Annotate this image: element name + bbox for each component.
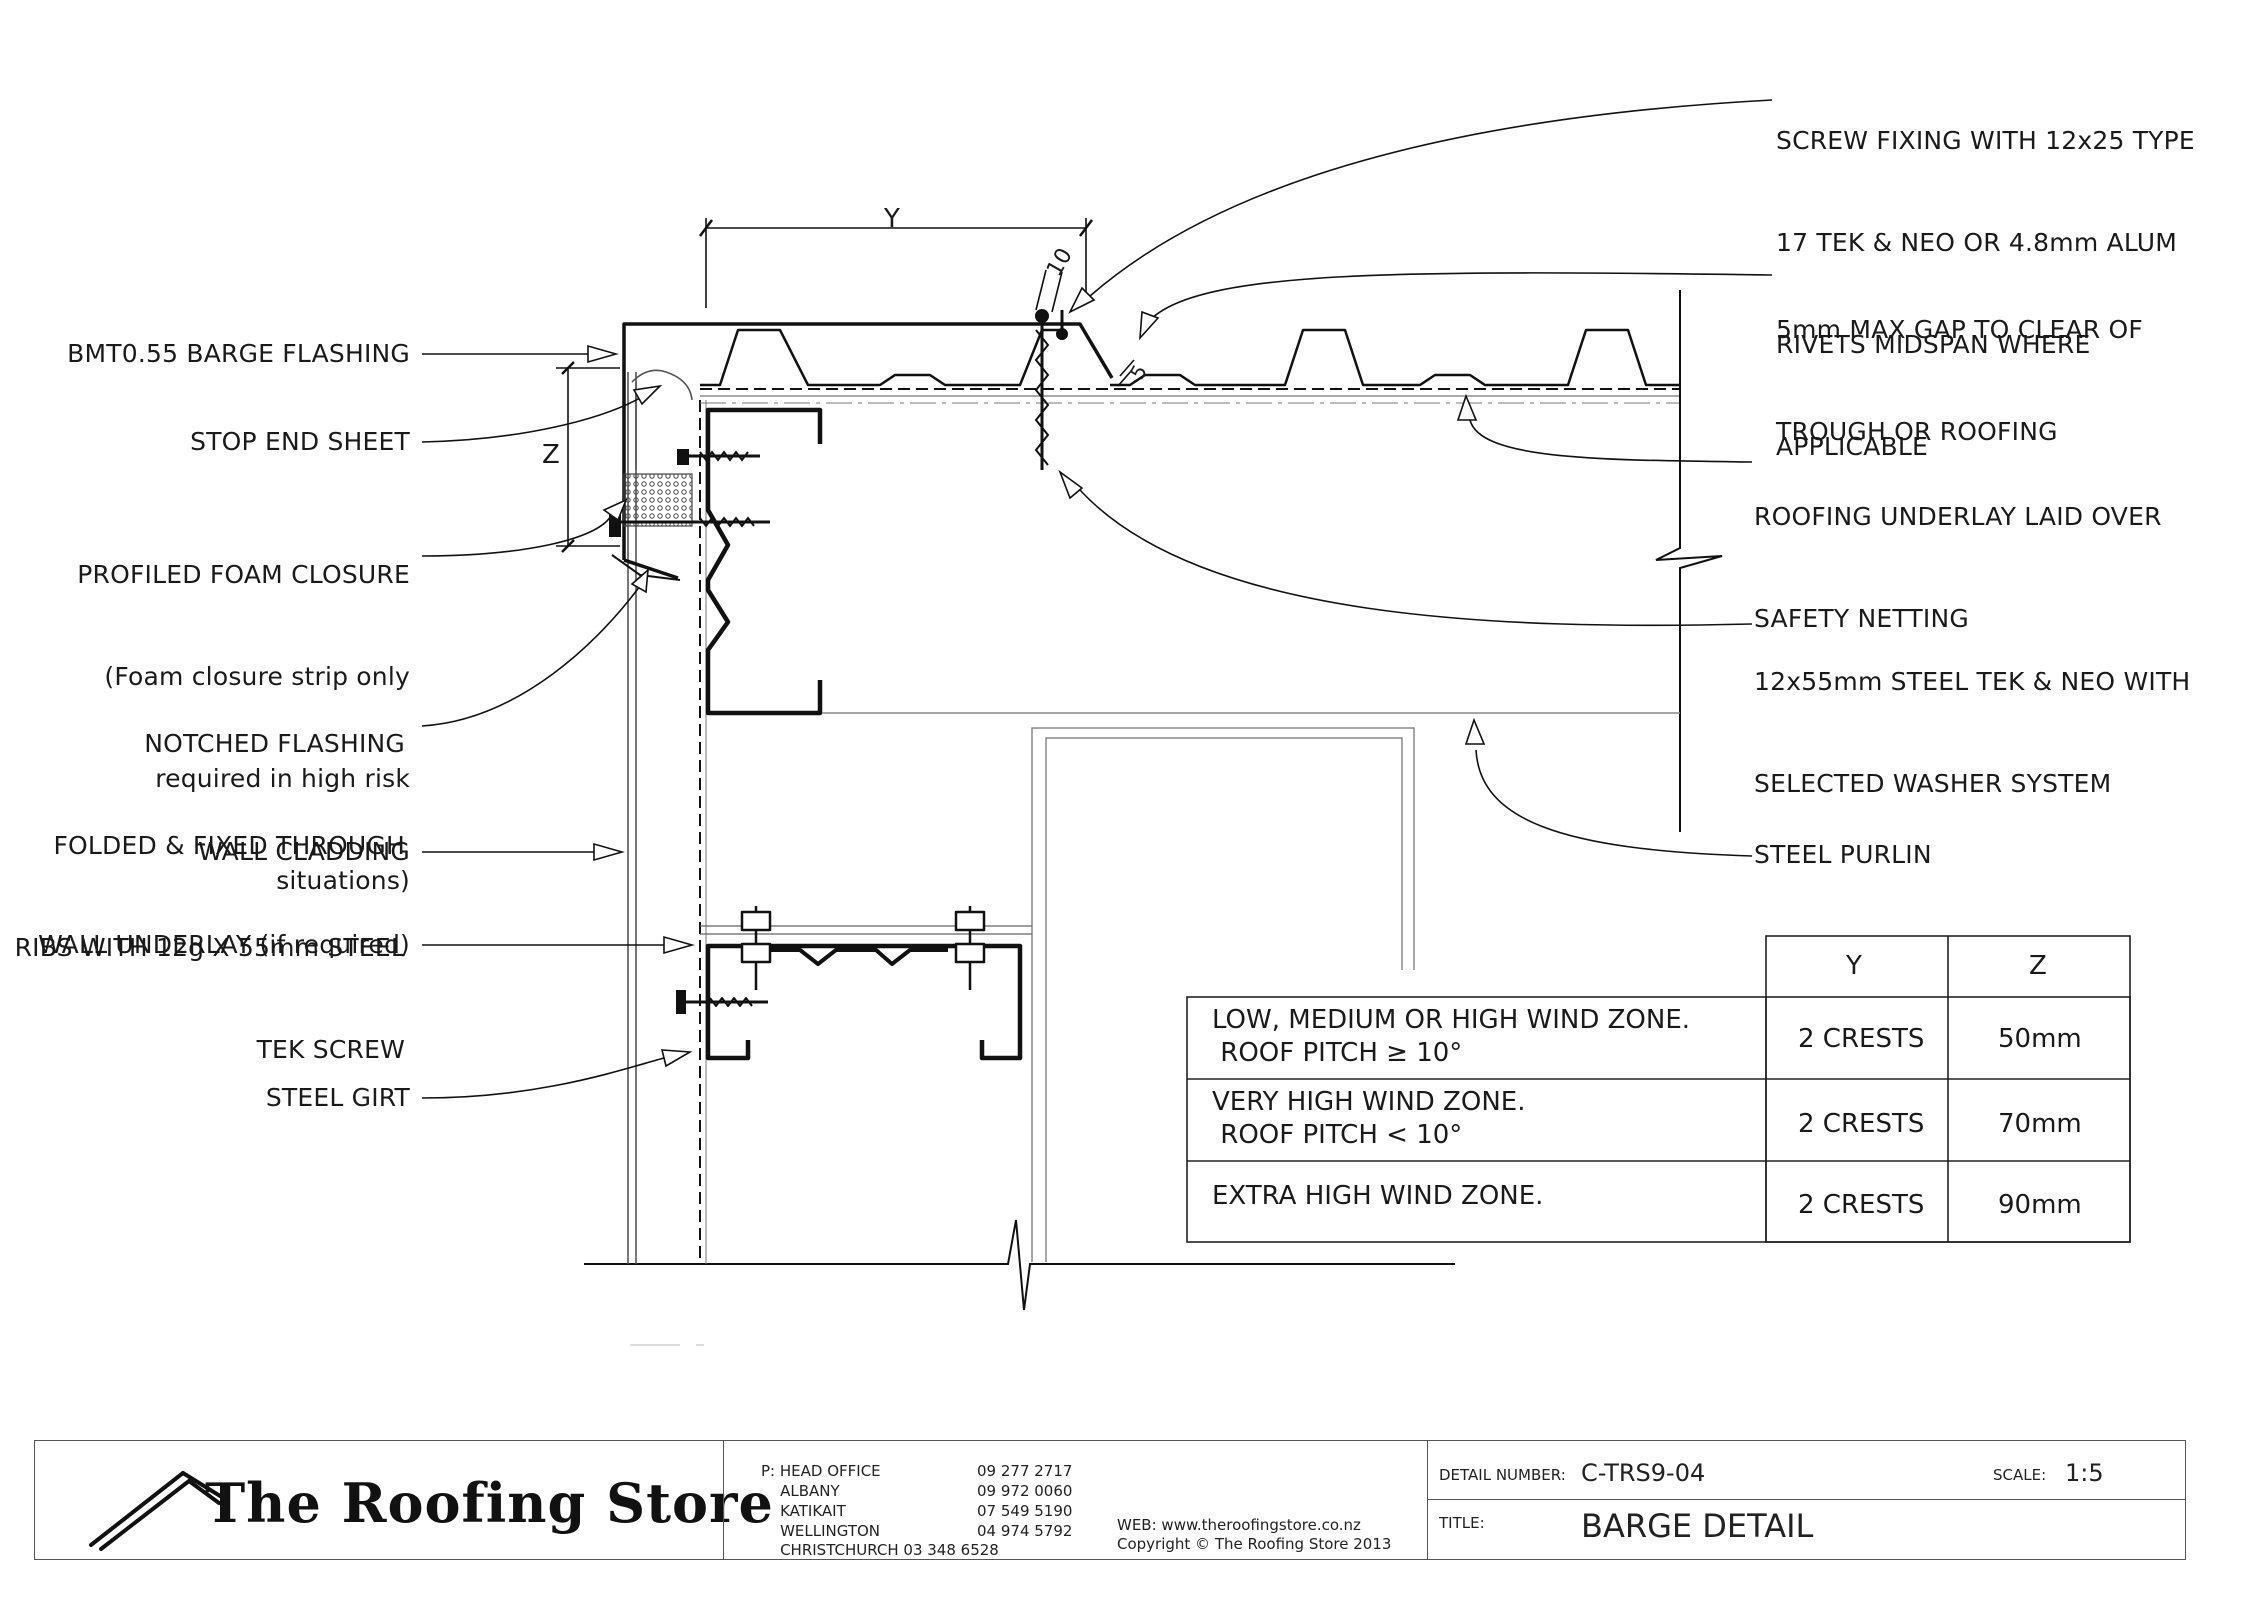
contact-name: ALBANY <box>761 1482 840 1500</box>
steel-girt <box>676 906 1032 1061</box>
barge-flashing <box>611 322 1114 581</box>
contact-name: WELLINGTON <box>761 1522 881 1540</box>
title-block: The Roofing Store P: HEAD OFFICE 09 277 … <box>34 1440 2186 1560</box>
contact-phone: 09 277 2717 <box>977 1462 1073 1480</box>
contact-phone: 04 974 5792 <box>977 1522 1073 1540</box>
table-cell-z: 50mm <box>1998 1024 2082 1054</box>
table-cell-y: 2 CRESTS <box>1798 1109 1925 1139</box>
label-notched-flashing-line: NOTCHED FLASHING <box>144 729 405 758</box>
ground-line <box>584 1219 1455 1311</box>
label-screw-fixing-line: SCREW FIXING WITH 12x25 TYPE <box>1776 126 2195 155</box>
table-cell-y: 2 CRESTS <box>1798 1190 1925 1220</box>
title-block-divider <box>1427 1441 1428 1559</box>
label-notched-flashing-line: TEK SCREW <box>256 1035 405 1064</box>
title-label: TITLE: <box>1439 1514 1485 1532</box>
label-roofing-underlay-line: SAFETY NETTING <box>1754 604 1969 633</box>
contact-name: P: HEAD OFFICE <box>761 1462 881 1480</box>
scale-label: SCALE: <box>1993 1466 2047 1484</box>
table-header-z: Z <box>2029 951 2047 981</box>
label-steel-purlin: STEEL PURLIN <box>1754 840 1932 869</box>
table-zone-line: ROOF PITCH < 10° <box>1212 1120 1463 1150</box>
barge-detail-drawing <box>421 99 1773 1346</box>
table-zone-line: LOW, MEDIUM OR HIGH WIND ZONE. <box>1212 1005 1691 1035</box>
contact-name: KATIKAIT <box>761 1502 846 1520</box>
label-tek-neo-line: SELECTED WASHER SYSTEM <box>1754 769 2112 798</box>
table-cell-y: 2 CRESTS <box>1798 1024 1925 1054</box>
dim-z-label: Z <box>542 440 560 470</box>
table-header-y: Y <box>1846 951 1862 981</box>
copyright-text: Copyright © The Roofing Store 2013 <box>1117 1535 1392 1553</box>
roofing-profile <box>700 328 1680 387</box>
table-grid <box>1186 935 2131 1243</box>
label-max-gap: 5mm MAX GAP TO CLEAR OF TROUGH OR ROOFIN… <box>1776 245 2143 483</box>
label-foam-closure-line: situations) <box>276 866 410 895</box>
table-cell-z: 70mm <box>1998 1109 2082 1139</box>
table-zone-line: EXTRA HIGH WIND ZONE. <box>1212 1181 1544 1211</box>
label-tek-neo: 12x55mm STEEL TEK & NEO WITH SELECTED WA… <box>1754 597 2190 835</box>
roofing-underlay <box>700 388 1680 404</box>
label-wall-underlay: WALL UNDERLAY (if required) <box>38 930 410 959</box>
label-barge-flashing: BMT0.55 BARGE FLASHING <box>67 339 410 368</box>
foam-closure <box>623 473 693 527</box>
label-notched-flashing: NOTCHED FLASHING FOLDED & FIXED THROUGH … <box>15 659 405 1101</box>
contact-phone: 09 972 0060 <box>977 1482 1073 1500</box>
roof-logo-icon <box>89 1471 225 1551</box>
label-wall-cladding: WALL CLADDING <box>198 837 410 866</box>
title-block-divider <box>723 1441 724 1559</box>
label-foam-closure-line: required in high risk <box>155 764 410 793</box>
detail-number: C-TRS9-04 <box>1581 1459 1706 1487</box>
table-zone-line: ROOF PITCH ≥ 10° <box>1212 1038 1463 1068</box>
leader-lines <box>421 99 1773 1099</box>
label-roofing-underlay: ROOFING UNDERLAY LAID OVER SAFETY NETTIN… <box>1754 432 2162 670</box>
website-text: WEB: www.theroofingstore.co.nz <box>1117 1516 1361 1534</box>
label-screw-fixing: SCREW FIXING WITH 12x25 TYPE 17 TEK & NE… <box>1776 56 2195 498</box>
label-screw-fixing-line: APPLICABLE <box>1776 432 1928 461</box>
title-block-divider <box>1427 1499 2185 1500</box>
label-stop-end-sheet: STOP END SHEET <box>190 427 410 456</box>
label-notched-flashing-line: FOLDED & FIXED THROUGH <box>53 831 405 860</box>
dim-y-label: Y <box>884 204 900 234</box>
contact-phone: 07 549 5190 <box>977 1502 1073 1520</box>
label-foam-closure-line: (Foam closure strip only <box>104 662 410 691</box>
table-cell-z: 90mm <box>1998 1190 2082 1220</box>
wall-underlay <box>699 400 707 1264</box>
label-foam-closure-line: PROFILED FOAM CLOSURE <box>77 560 410 589</box>
detail-number-label: DETAIL NUMBER: <box>1439 1466 1566 1484</box>
label-max-gap-line: TROUGH OR ROOFING <box>1776 417 2058 446</box>
dimension-lines <box>556 218 1135 553</box>
table-zone-line: VERY HIGH WIND ZONE. <box>1212 1087 1526 1117</box>
label-tek-neo-line: 12x55mm STEEL TEK & NEO WITH <box>1754 667 2191 696</box>
purlin-top <box>705 407 823 716</box>
label-foam-closure: PROFILED FOAM CLOSURE (Foam closure stri… <box>77 490 410 932</box>
label-notched-flashing-line: RIBS WITH 12g X 55mm STEEL <box>14 933 405 962</box>
label-max-gap-line: 5mm MAX GAP TO CLEAR OF <box>1776 315 2143 344</box>
steel-purlin <box>822 712 1680 1262</box>
stop-end-sheet <box>631 369 693 470</box>
drawing-title: BARGE DETAIL <box>1581 1507 1814 1545</box>
scale-value: 1:5 <box>2065 1459 2104 1487</box>
wind-zone-table: Y Z LOW, MEDIUM OR HIGH WIND ZONE. ROOF … <box>1186 935 2131 1243</box>
contact-christchurch: CHRISTCHURCH 03 348 6528 <box>761 1541 999 1559</box>
label-screw-fixing-line: RIVETS MIDSPAN WHERE <box>1776 330 2091 359</box>
label-roofing-underlay-line: ROOFING UNDERLAY LAID OVER <box>1754 502 2162 531</box>
label-screw-fixing-line: 17 TEK & NEO OR 4.8mm ALUM <box>1776 228 2177 257</box>
company-logo-text: The Roofing Store <box>205 1471 774 1535</box>
label-steel-girt: STEEL GIRT <box>265 1083 410 1112</box>
break-line-right <box>1655 290 1723 832</box>
